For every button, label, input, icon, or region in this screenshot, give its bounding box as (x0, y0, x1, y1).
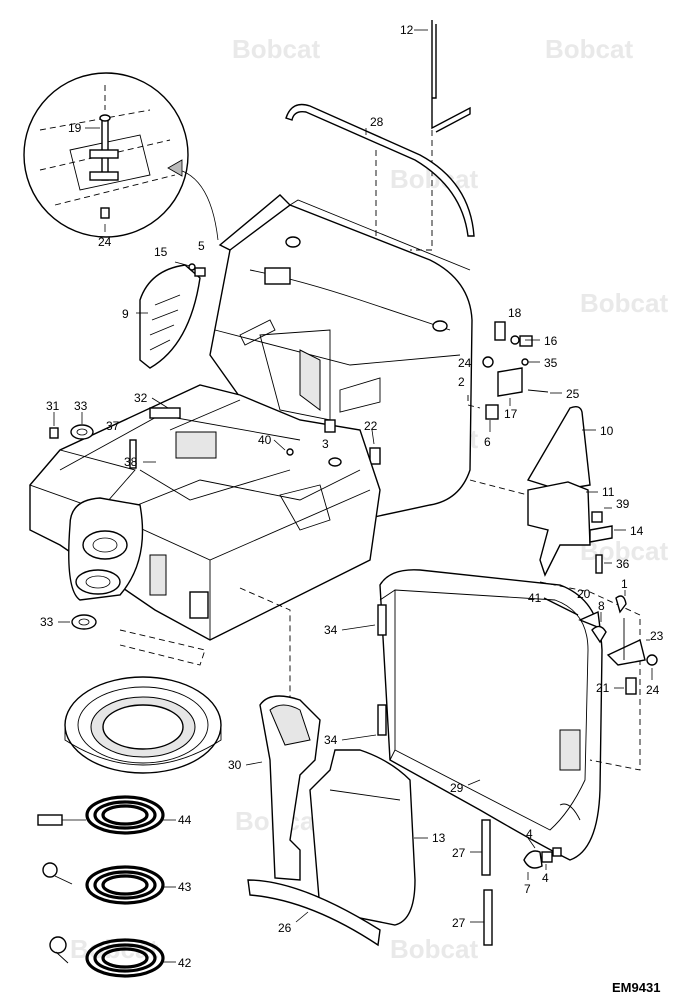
part-26-strip (247, 879, 381, 947)
watermark-text: Bobcat (545, 34, 633, 64)
part-27-strip (481, 819, 491, 876)
callout-35: 35 (544, 356, 558, 370)
callout-12: 12 (400, 23, 414, 37)
callout-4-top: 4 (526, 827, 533, 841)
callout-33-bottom: 33 (40, 615, 54, 629)
callout-43: 43 (178, 880, 192, 894)
callout-5: 5 (198, 239, 205, 253)
callout-33-top: 33 (74, 399, 88, 413)
callout-4-bottom: 4 (542, 871, 549, 885)
callout-28: 28 (370, 115, 384, 129)
callout-24-latch: 24 (458, 356, 472, 370)
callout-41: 41 (528, 591, 542, 605)
callout-13: 13 (432, 831, 446, 845)
callout-1: 1 (621, 577, 628, 591)
callout-18: 18 (508, 306, 522, 320)
callout-6: 6 (484, 435, 491, 449)
part-30-panel (259, 695, 321, 881)
callout-7: 7 (524, 882, 531, 896)
part-27-strip (483, 889, 493, 946)
callout-36: 36 (616, 557, 630, 571)
callout-27-bottom: 27 (452, 916, 466, 930)
swing-bearing (64, 676, 222, 774)
knob-parts (523, 847, 562, 869)
part-13-panel (309, 749, 416, 926)
callout-24-door: 24 (646, 683, 660, 697)
watermark-text: Bobcat (232, 34, 320, 64)
fastener-group-a (49, 261, 336, 630)
callout-37: 37 (106, 419, 120, 433)
diagram-code: EM9431 (612, 980, 660, 995)
watermark-text: Bobcat (580, 288, 668, 318)
callout-23: 23 (650, 629, 664, 643)
callout-44: 44 (178, 813, 192, 827)
callout-21: 21 (596, 681, 610, 695)
callout-16: 16 (544, 334, 558, 348)
callout-2: 2 (458, 375, 465, 389)
callout-27-top: 27 (452, 846, 466, 860)
callout-30: 30 (228, 758, 242, 772)
callout-3: 3 (322, 437, 329, 451)
watermark-text: Bobcat (390, 934, 478, 964)
callout-11: 11 (602, 485, 615, 499)
callout-42: 42 (178, 956, 192, 970)
latch-parts (543, 595, 658, 695)
callout-32: 32 (134, 391, 148, 405)
part-11-panel (527, 481, 591, 577)
callout-17: 17 (504, 407, 518, 421)
callout-26: 26 (278, 921, 292, 935)
callout-9: 9 (122, 307, 129, 321)
callout-10: 10 (600, 424, 614, 438)
fastener-group-b (589, 511, 613, 574)
callout-20: 20 (577, 587, 591, 601)
part-10-panel (526, 405, 591, 491)
detail-inset (23, 72, 219, 241)
part-12-rod (431, 20, 471, 133)
callout-layer: 12 28 19 24 15 5 9 18 16 24 35 2 25 17 6… (40, 23, 664, 970)
callout-39: 39 (616, 497, 630, 511)
callout-31: 31 (46, 399, 60, 413)
callout-34-top: 34 (324, 623, 338, 637)
callout-19: 19 (68, 121, 82, 135)
callout-8: 8 (598, 599, 605, 613)
callout-29: 29 (450, 781, 464, 795)
callout-15: 15 (154, 245, 168, 259)
hose-coils (37, 795, 165, 978)
callout-22: 22 (364, 419, 378, 433)
callout-38: 38 (124, 455, 138, 469)
right-latch-cluster (467, 321, 549, 420)
part-28-seal (285, 103, 475, 237)
part-9-panel (139, 264, 201, 369)
side-door (377, 569, 603, 861)
callout-25: 25 (566, 387, 580, 401)
callout-14: 14 (630, 524, 644, 538)
callout-34-bottom: 34 (324, 733, 338, 747)
callout-24-inset: 24 (98, 235, 112, 249)
callout-40: 40 (258, 433, 272, 447)
base-frame (29, 384, 381, 641)
